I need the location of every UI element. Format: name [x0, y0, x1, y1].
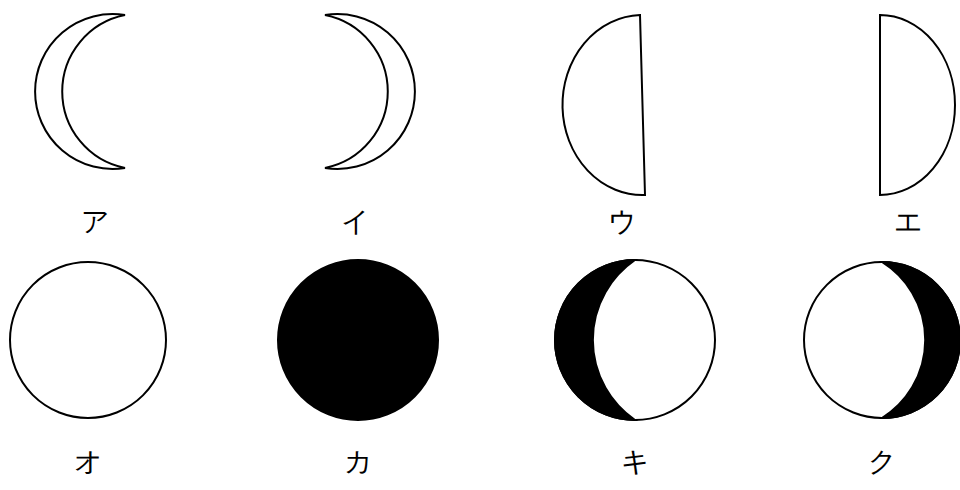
half-moon-right: [880, 15, 955, 195]
crescent-left: [35, 14, 125, 169]
dark-crescent-right: [882, 262, 960, 418]
phase-letter: ク: [868, 448, 897, 476]
gibbous-moon-right-dark: [804, 262, 960, 418]
phase-letter: カ: [344, 448, 373, 476]
phase-letter: エ: [894, 208, 923, 236]
gibbous-moon-left-dark: [555, 260, 715, 420]
phase-letter: イ: [341, 208, 370, 236]
phase-letter: ア: [81, 208, 110, 236]
phase-letter: ウ: [608, 208, 637, 236]
dark-crescent-left: [555, 260, 635, 420]
phase-letter: キ: [621, 448, 650, 476]
full-moon: [10, 262, 166, 418]
new-moon: [278, 260, 438, 420]
phase-letter: オ: [74, 448, 103, 476]
half-moon-left: [562, 15, 645, 195]
crescent-right: [325, 14, 415, 169]
